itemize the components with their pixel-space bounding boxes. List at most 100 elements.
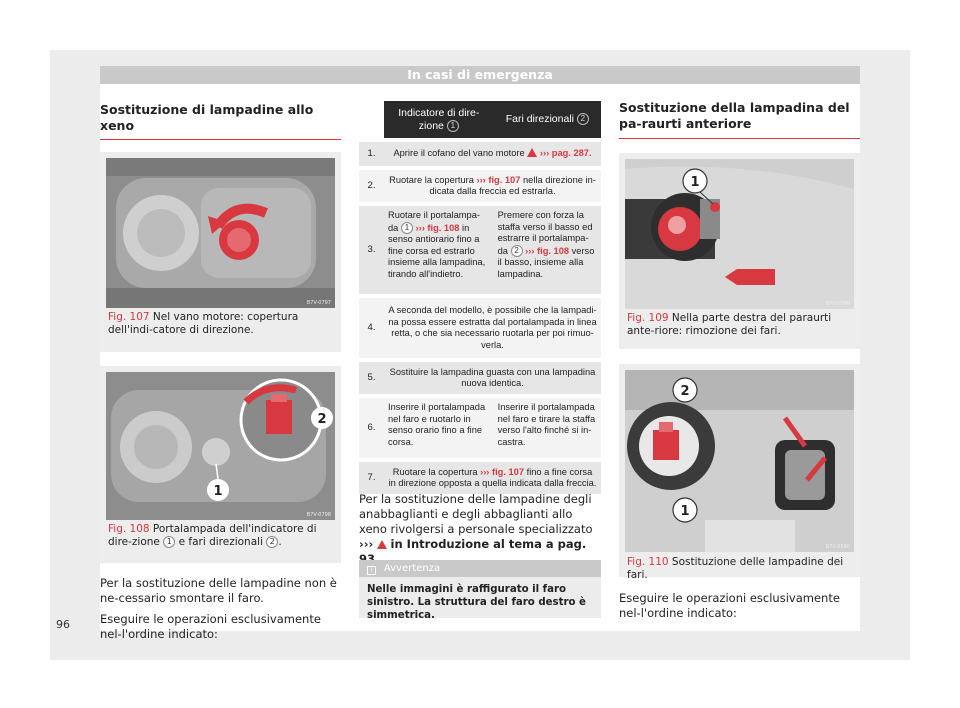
note-text: Nelle immagini è raffigurato il faro sin… — [367, 584, 586, 621]
table-row: 6. Inserire il portalampada nel faro e r… — [359, 398, 601, 458]
table-row: 2. Ruotare la copertura ››› fig. 107 nel… — [359, 170, 601, 202]
figure-109-label: Fig. 109 — [627, 312, 669, 324]
table-header-indicator-text: Indicatore di dire-zione — [398, 106, 480, 132]
table-header-direction-lights: Fari direzionali 2 — [493, 101, 601, 138]
paragraph-order-right: Eseguire le operazioni esclusivamente ne… — [619, 591, 840, 620]
step-3-left: Ruotare il portalampa-da 1 ››› fig. 108 … — [384, 206, 494, 294]
note-header: i Avvertenza — [359, 560, 601, 577]
table-row: 1. Aprire il cofano del vano motore ››› … — [359, 142, 601, 166]
running-header: In casi di emergenza — [100, 66, 860, 84]
figure-108-image: 2 1 B7V-0798 — [106, 372, 335, 520]
table-header-badge-1: 1 — [446, 119, 459, 132]
step-3-left-ref[interactable]: ››› fig. 108 — [415, 222, 460, 233]
step-number: 3. — [359, 206, 384, 294]
info-icon: i — [367, 566, 376, 575]
table-header-row: Indicatore di dire-zione 1 Fari direzion… — [359, 101, 601, 138]
figure-109-image: 1 B7V-0799 — [625, 159, 854, 309]
paragraph-specialist-a: Per la sostituzione delle lampadine degl… — [359, 492, 593, 536]
figure-109: 1 B7V-0799 Fig. 109 Nella parte destra d… — [619, 153, 860, 349]
paragraph-specialist: Per la sostituzione delle lampadine degl… — [359, 492, 601, 567]
figure-110: 2 1 B7V-0580 Fig. 110 Sostituzione delle… — [619, 364, 860, 581]
page-number: 96 — [56, 618, 70, 631]
paragraph-specialist-ref[interactable]: ››› — [359, 537, 374, 551]
figure-110-label: Fig. 110 — [627, 556, 669, 568]
figure-109-code: B7V-0799 — [825, 301, 850, 307]
table-header-indicator: Indicatore di dire-zione 1 — [384, 101, 494, 138]
figure-108-caption-b: e fari direzionali — [178, 536, 263, 548]
paragraph-order: Eseguire le operazioni esclusivamente ne… — [100, 612, 321, 641]
figure-108-code: B7V-0798 — [306, 512, 331, 518]
step-4-text: A seconda del modello, è possibile che l… — [384, 298, 601, 358]
step-1-main: Aprire il cofano del vano motore — [393, 148, 525, 159]
column-right: Sostituzione della lampadina del pa-raur… — [619, 84, 860, 621]
column-middle: Indicatore di dire-zione 1 Fari direzion… — [359, 84, 601, 621]
figure-107-label: Fig. 107 — [108, 311, 150, 323]
step-number: 1. — [359, 142, 384, 166]
step-3-right-ref[interactable]: ››› fig. 108 — [525, 245, 570, 256]
figure-109-caption: Fig. 109 Nella parte destra del paraurti… — [627, 312, 854, 338]
step-number: 6. — [359, 398, 384, 458]
svg-text:2: 2 — [680, 384, 689, 399]
figure-107-code: B7V-0797 — [306, 300, 331, 306]
figure-107: B7V-0797 Fig. 107 Nel vano motore: coper… — [100, 152, 341, 352]
step-2-a: Ruotare la copertura — [389, 174, 474, 185]
figure-108: 2 1 B7V-0798 Fig. 108 Portalampada dell'… — [100, 366, 341, 563]
step-2-text: Ruotare la copertura ››› fig. 107 nella … — [384, 170, 601, 202]
step-number: 2. — [359, 170, 384, 202]
step-1-ref[interactable]: ››› pag. 287. — [539, 148, 592, 159]
table-header-badge-2: 2 — [576, 113, 589, 125]
step-3-left-b: in senso antiorario fino a fine corsa ed… — [388, 222, 486, 279]
table-header-direction-text: Fari direzionali — [505, 113, 574, 125]
figure-108-caption-a: Portalampada dell'indicatore di dire-zio… — [108, 523, 317, 548]
table-row: 7. Ruotare la copertura ››› fig. 107 fin… — [359, 462, 601, 494]
warning-icon — [527, 148, 538, 158]
table-row: 5. Sostituire la lampadina guasta con un… — [359, 362, 601, 394]
step-3-right-badge: 2 — [510, 244, 523, 257]
step-number: 7. — [359, 462, 384, 494]
figure-110-caption: Fig. 110 Sostituzione delle lampadine de… — [627, 556, 854, 582]
svg-text:1: 1 — [690, 175, 699, 190]
step-7-b: fino a fine corsa in direzione opposta a… — [388, 466, 597, 489]
step-7-ref[interactable]: ››› fig. 107 — [480, 466, 525, 477]
figure-110-image: 2 1 B7V-0580 — [625, 370, 854, 552]
column-left: Sostituzione di lampadine allo xeno B7V- — [100, 84, 341, 642]
figure-108-caption: Fig. 108 Portalampada dell'indicatore di… — [108, 523, 317, 548]
svg-text:1: 1 — [213, 484, 222, 499]
table-row: 3. Ruotare il portalampa-da 1 ››› fig. 1… — [359, 206, 601, 294]
step-3-right-a: Premere con forza la staffa verso il bas… — [497, 210, 593, 256]
step-3-right-b: verso il basso, insieme alla lampadina. — [497, 245, 595, 279]
figure-107-image: B7V-0797 — [106, 158, 335, 308]
svg-text:1: 1 — [680, 504, 689, 519]
step-1-text: Aprire il cofano del vano motore ››› pag… — [384, 142, 601, 166]
figure-109-caption-text: Nella parte destra del paraurti ante-rio… — [627, 312, 832, 337]
table-header-empty — [359, 101, 384, 138]
table-row: 4. A seconda del modello, è possibile ch… — [359, 298, 601, 358]
figure-108-badge-2: 2 — [266, 536, 279, 548]
figure-108-label: Fig. 108 — [108, 523, 150, 535]
step-7-text: Ruotare la copertura ››› fig. 107 fino a… — [384, 462, 601, 494]
step-6-right: Inserire il portalampada nel faro e tira… — [493, 398, 601, 458]
steps-table: Indicatore di dire-zione 1 Fari direzion… — [359, 101, 601, 494]
step-3-left-badge: 1 — [400, 221, 413, 234]
svg-text:2: 2 — [317, 412, 326, 427]
figure-107-caption: Fig. 107 Nel vano motore: copertura dell… — [108, 311, 335, 337]
note-box: i Avvertenza Nelle immagini è raffigurato… — [359, 560, 601, 621]
step-2-b: nella direzione in-dicata dalla freccia … — [429, 174, 596, 197]
figure-107-caption-text: Nel vano motore: copertura dell'indi-cat… — [108, 311, 299, 336]
figure-110-code: B7V-0580 — [825, 544, 850, 550]
note-title: Avvertenza — [384, 563, 441, 574]
warning-icon — [376, 540, 387, 549]
step-3-left-a: Ruotare il portalampa-da — [388, 210, 480, 233]
figure-108-badge-1: 1 — [163, 536, 176, 548]
step-number: 5. — [359, 362, 384, 394]
section-title-bumper: Sostituzione della lampadina del pa-raur… — [619, 100, 860, 139]
step-6-left: Inserire il portalampada nel faro e ruot… — [384, 398, 494, 458]
step-2-ref[interactable]: ››› fig. 107 — [476, 174, 521, 185]
page-content: Sostituzione di lampadine allo xeno B7V- — [100, 84, 860, 641]
paragraph-no-removal: Per la sostituzione delle lampadine non … — [100, 576, 337, 605]
step-7-a: Ruotare la copertura — [392, 466, 478, 477]
step-5-text: Sostituire la lampadina guasta con una l… — [384, 362, 601, 394]
section-title-xenon: Sostituzione di lampadine allo xeno — [100, 102, 341, 140]
figure-110-caption-text: Sostituzione delle lampadine dei fari. — [627, 556, 844, 581]
step-3-right: Premere con forza la staffa verso il bas… — [493, 206, 601, 294]
